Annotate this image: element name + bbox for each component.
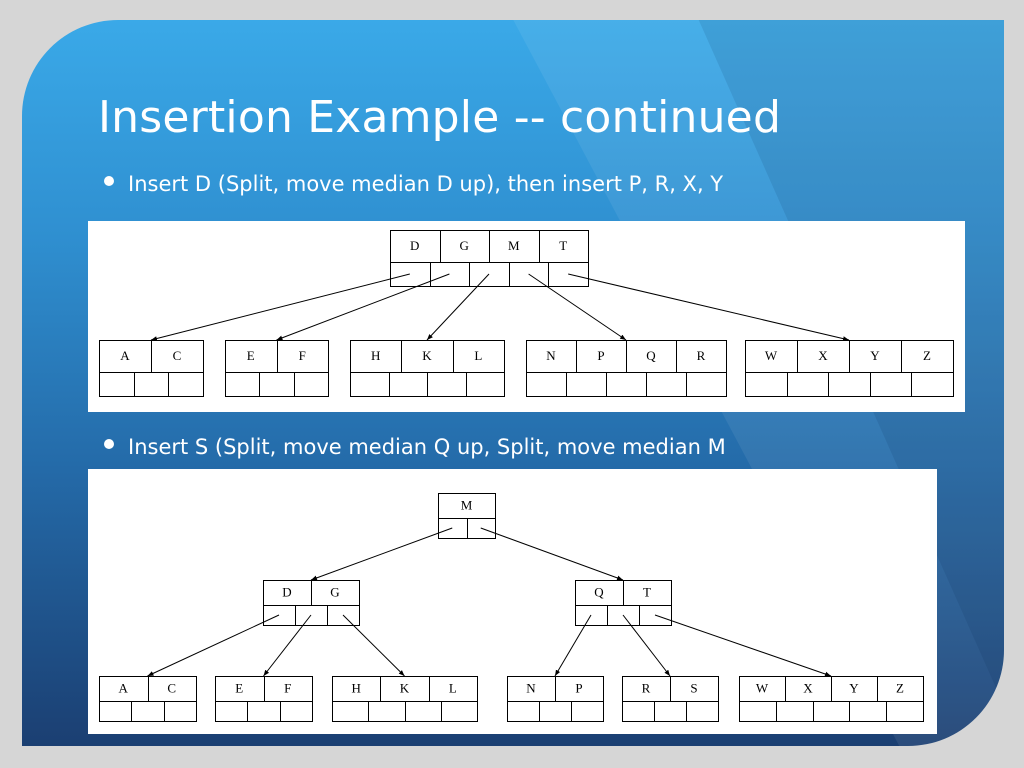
node-key: L [474,348,482,363]
node-key: Y [870,348,880,363]
edge-arrow-root-to-leaf-ef [276,273,450,341]
edge-arrow-root-to-inner-dg [310,527,453,581]
edge-arrow-inner-dg-to-leaf-ef [263,614,312,677]
slide-title: Insertion Example -- continued [98,92,782,143]
node-key: W [765,348,778,363]
node-key: T [643,585,651,600]
edges-group [147,527,832,677]
node-leaf-wxyz: W X Y Z [745,340,954,397]
edges-group [150,273,850,341]
node-key: F [299,348,306,363]
node-key: L [449,681,457,696]
edge-arrow-inner-dg-to-leaf-hkl [342,614,405,677]
node-key: R [642,681,651,696]
edge-arrow-root-to-leaf-wxyz [568,273,850,341]
node-key: N [546,348,556,363]
node-key: T [559,238,567,253]
node-key: C [167,681,176,696]
node-key: D [410,238,419,253]
node-key: Y [849,681,859,696]
node-key: M [508,238,520,253]
node-key: H [351,681,360,696]
bullet-item-2: Insert S (Split, move median Q up, Split… [104,435,726,459]
edge-arrow-inner-dg-to-leaf-ac [147,614,280,677]
node-key: G [460,238,469,253]
node-key: E [247,348,255,363]
edge-arrow-root-to-leaf-hkl [426,273,490,341]
node-key: W [756,681,769,696]
edge-arrow-inner-qt-to-leaf-np [554,614,592,677]
node-key: K [422,348,432,363]
bullet-text: Insert D (Split, move median D up), then… [128,172,724,196]
node-key: N [526,681,536,696]
node-key: Z [923,348,931,363]
node-key: M [461,498,473,513]
node-key: S [690,681,697,696]
node-key: A [119,681,129,696]
edge-arrow-root-to-leaf-npqr [528,273,627,341]
node-key: P [575,681,582,696]
node-key: F [284,681,291,696]
bullet-text: Insert S (Split, move median Q up, Split… [128,435,726,459]
node-key: P [597,348,604,363]
node-key: X [818,348,828,363]
node-key: A [120,348,130,363]
node-key: C [173,348,182,363]
bullet-item-1: Insert D (Split, move median D up), then… [104,172,723,196]
edge-arrow-root-to-inner-qt [480,527,624,581]
node-key: R [697,348,706,363]
node-key: E [235,681,243,696]
node-key: K [400,681,410,696]
node-root: M [438,493,496,539]
node-key: Q [594,585,604,600]
node-key: G [330,585,339,600]
node-key: Q [646,348,656,363]
node-key: D [282,585,291,600]
node-key: H [371,348,380,363]
node-key: Z [896,681,904,696]
edge-arrow-inner-qt-to-leaf-wxyz [654,614,832,677]
node-leaf-wxyz: W X Y Z [739,676,924,722]
bullet-dot-icon [104,439,114,449]
node-key: X [803,681,813,696]
bullet-dot-icon [104,176,114,186]
edge-arrow-root-to-leaf-ac [150,273,410,341]
edge-arrow-inner-qt-to-leaf-rs [622,614,671,677]
